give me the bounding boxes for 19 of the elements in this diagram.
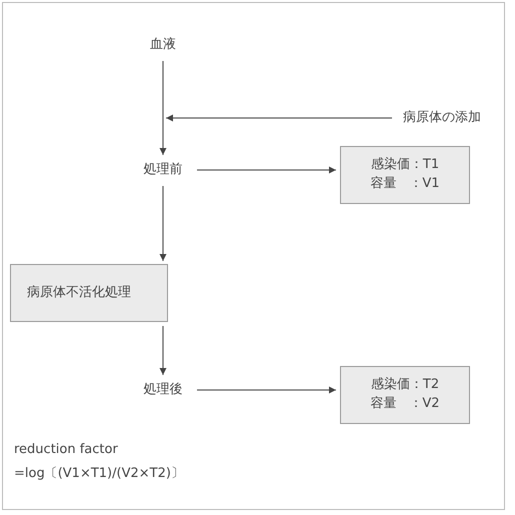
box-text: 容量 ：V1 bbox=[370, 175, 440, 193]
step-label: 病原体の添加 bbox=[392, 106, 492, 130]
box-text: 容量 ：V2 bbox=[370, 395, 440, 413]
process-box bbox=[340, 366, 470, 424]
step-label: 血液 bbox=[140, 33, 186, 57]
arrow bbox=[166, 114, 392, 122]
arrow bbox=[160, 186, 166, 262]
formula-title: reduction factor bbox=[14, 442, 118, 457]
step-label: 処理後 bbox=[133, 378, 193, 402]
arrow bbox=[196, 386, 336, 394]
box-text: 感染価：T2 bbox=[370, 376, 440, 394]
arrow bbox=[160, 326, 166, 376]
box-text: 感染価：T1 bbox=[370, 156, 440, 174]
process-box bbox=[340, 146, 470, 204]
formula: =log〔(V1×T1)/(V2×T2)〕 bbox=[14, 465, 184, 482]
arrow bbox=[196, 166, 336, 174]
process-box: 病原体不活化処理 bbox=[10, 264, 168, 322]
step-label: 処理前 bbox=[133, 158, 193, 182]
arrow bbox=[160, 60, 166, 156]
